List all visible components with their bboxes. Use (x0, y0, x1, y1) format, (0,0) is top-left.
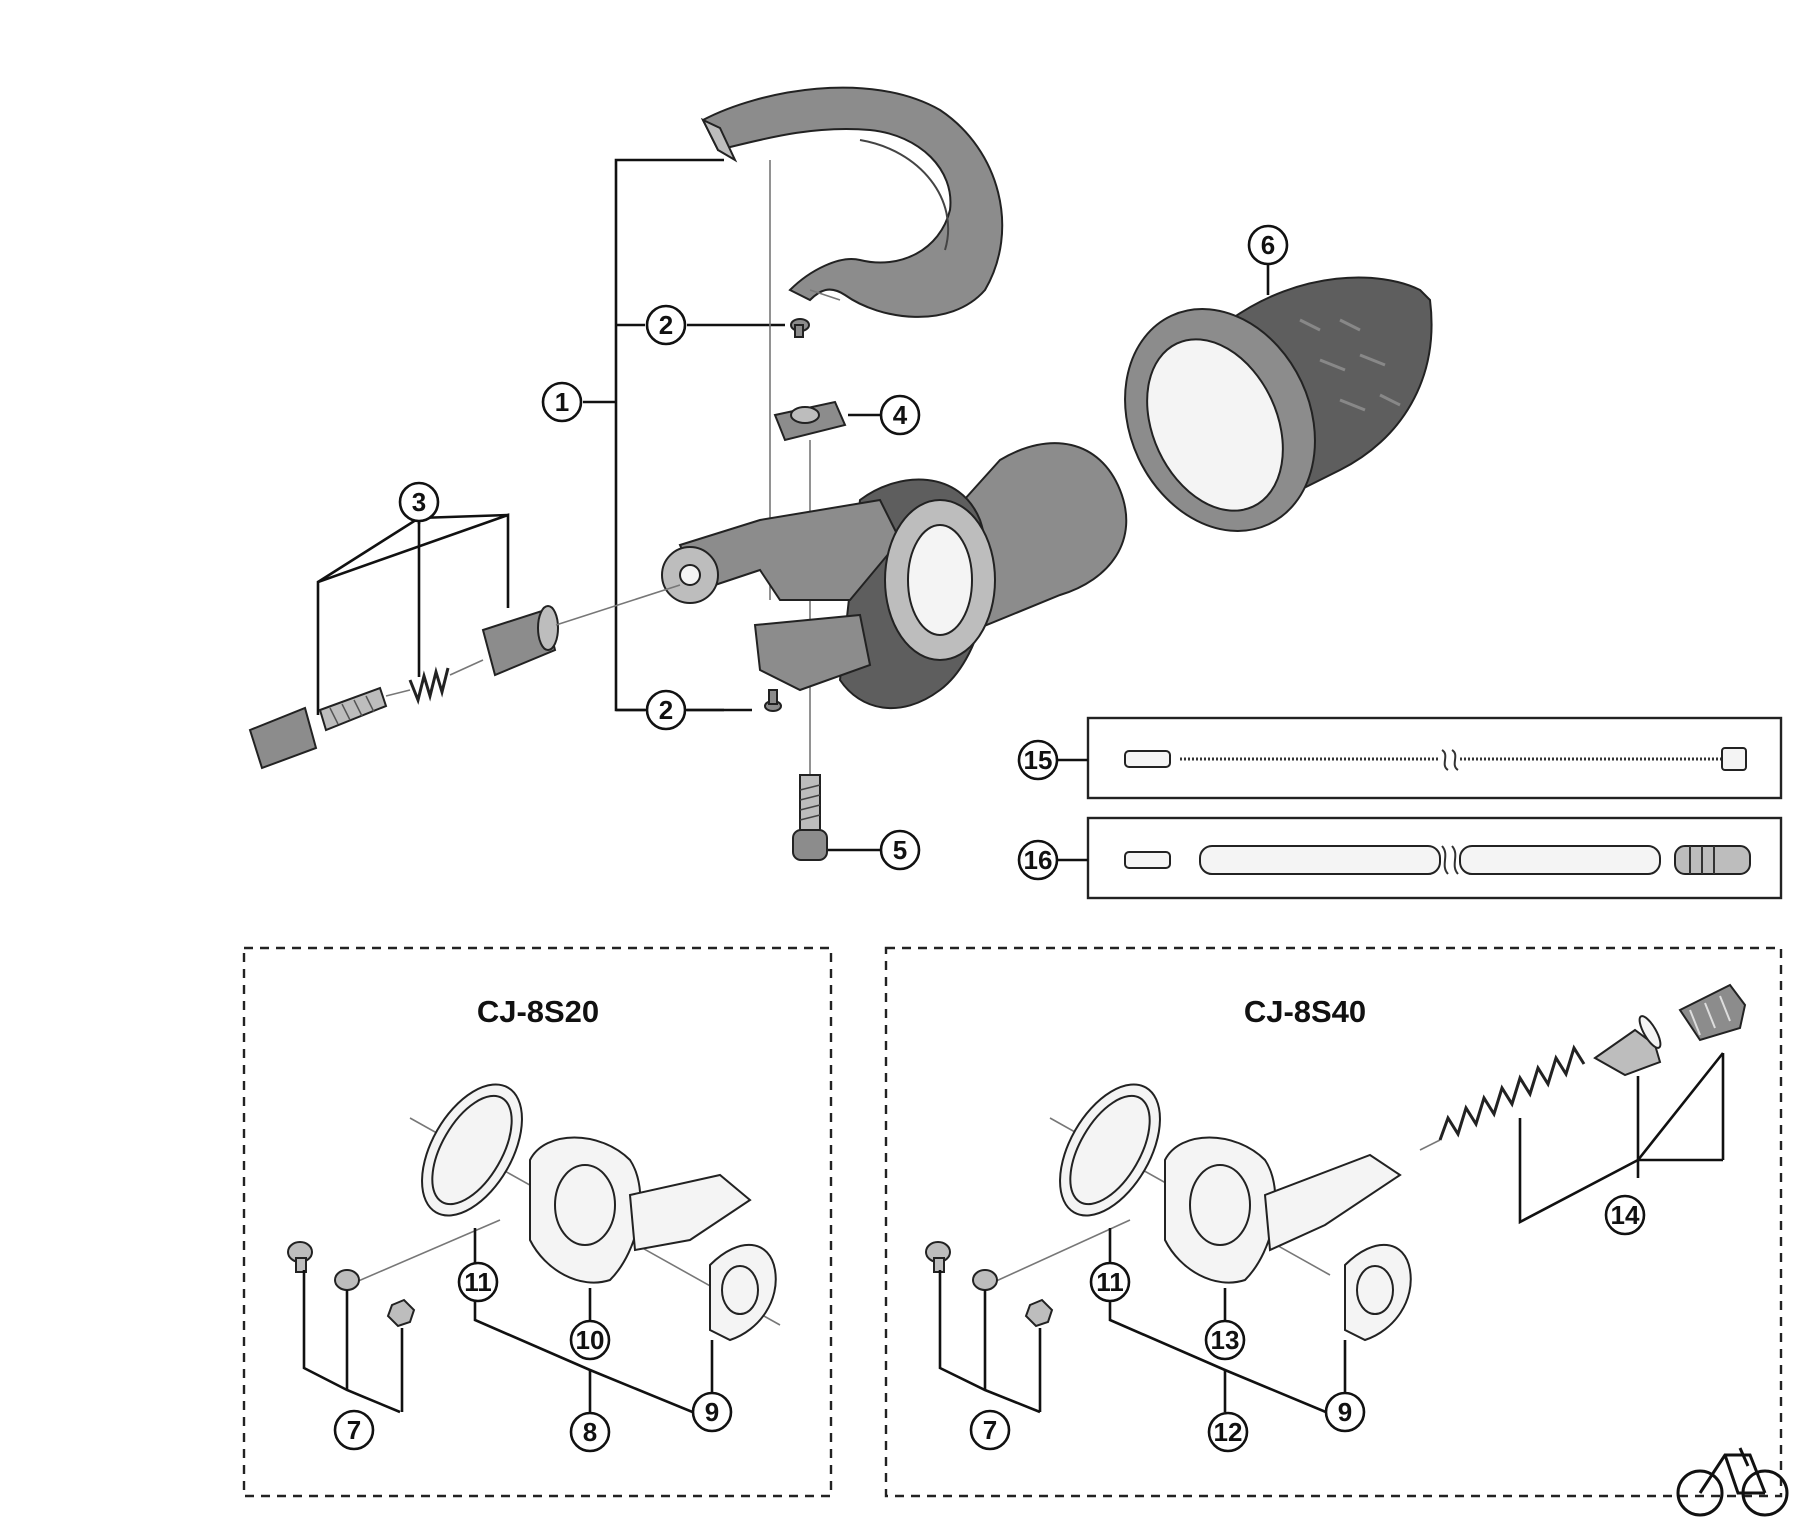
callout-8: 8 (569, 1411, 611, 1453)
callout-2-upper: 2 (645, 304, 687, 346)
plate-item-4 (773, 400, 847, 442)
callout-13: 13 (1204, 1319, 1246, 1361)
callout-11-right: 11 (1089, 1261, 1131, 1303)
svg-text:10: 10 (576, 1325, 605, 1355)
panel-title-right: CJ-8S40 (1244, 994, 1366, 1029)
svg-text:1: 1 (555, 387, 569, 417)
right-panel-parts (925, 983, 1747, 1342)
lever-cover (700, 86, 1004, 318)
svg-text:7: 7 (347, 1415, 361, 1445)
svg-text:16: 16 (1024, 845, 1053, 875)
bicycle-icon (1676, 1447, 1789, 1517)
left-panel-leads (302, 1228, 714, 1422)
left-panel-parts (287, 1083, 781, 1342)
cable-box-item-15 (1057, 716, 1783, 800)
cable-box-item-16 (1057, 816, 1783, 900)
callout-14: 14 (1604, 1194, 1646, 1236)
callout-3: 3 (398, 481, 440, 523)
grip-item-6 (1124, 276, 1433, 532)
panel-cj-8s40 (884, 946, 1783, 1498)
callout-5: 5 (879, 829, 921, 871)
svg-text:13: 13 (1211, 1325, 1240, 1355)
callout-6: 6 (1247, 224, 1289, 266)
screw-item-2-upper (790, 318, 810, 338)
shifter-body (661, 442, 1128, 710)
svg-text:5: 5 (893, 835, 907, 865)
callout-4: 4 (879, 394, 921, 436)
callout-12: 12 (1207, 1411, 1249, 1453)
callout-16: 16 (1017, 839, 1059, 881)
svg-text:2: 2 (659, 310, 673, 340)
callout-2-lower: 2 (645, 689, 687, 731)
bolt-item-5 (792, 774, 828, 861)
svg-text:12: 12 (1214, 1417, 1243, 1447)
svg-text:4: 4 (893, 400, 908, 430)
callout-15: 15 (1017, 739, 1059, 781)
panel-title-left: CJ-8S20 (477, 994, 599, 1029)
panel-cj-8s20 (242, 946, 833, 1498)
svg-text:9: 9 (705, 1397, 719, 1427)
right-panel-leads (938, 1052, 1725, 1422)
svg-text:9: 9 (1338, 1397, 1352, 1427)
svg-text:2: 2 (659, 695, 673, 725)
svg-text:6: 6 (1261, 230, 1275, 260)
barrel-adjuster-item-3 (248, 513, 681, 770)
callout-9-left: 9 (691, 1391, 733, 1433)
callout-11-left: 11 (457, 1261, 499, 1303)
svg-text:8: 8 (583, 1417, 597, 1447)
svg-text:11: 11 (1096, 1267, 1124, 1297)
svg-text:7: 7 (983, 1415, 997, 1445)
callout-7-left: 7 (333, 1409, 375, 1451)
svg-text:15: 15 (1024, 745, 1053, 775)
svg-text:11: 11 (464, 1267, 492, 1297)
callout-7-right: 7 (969, 1409, 1011, 1451)
callout-1: 1 (541, 381, 583, 423)
callout-10: 10 (569, 1319, 611, 1361)
svg-text:14: 14 (1611, 1200, 1640, 1230)
svg-text:3: 3 (412, 487, 426, 517)
screw-item-2-lower (764, 689, 782, 712)
callout-9-right: 9 (1324, 1391, 1366, 1433)
